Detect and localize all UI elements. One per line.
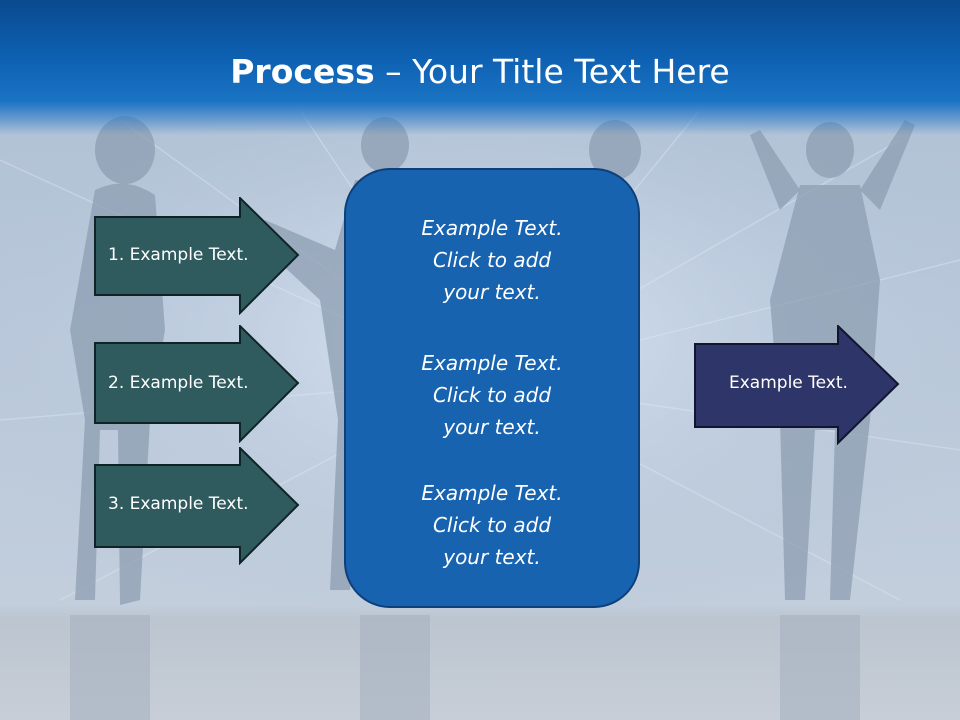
center-item-3-line1: Example Text. — [421, 481, 563, 505]
step-label-2: 2. Example Text. — [108, 373, 249, 393]
center-process-box[interactable] — [344, 168, 640, 608]
header-band — [0, 0, 960, 135]
center-item-2-line1: Example Text. — [421, 351, 563, 375]
step-arrow-1[interactable] — [94, 197, 300, 315]
step-label-1: 1. Example Text. — [108, 245, 249, 265]
center-item-2[interactable]: Example Text. Click to add your text. — [344, 347, 640, 443]
output-arrow[interactable] — [694, 325, 900, 445]
step-arrow-2[interactable] — [94, 325, 300, 443]
center-item-3-line3: your text. — [443, 545, 541, 569]
title-rest: – Your Title Text Here — [374, 52, 730, 91]
center-item-2-line3: your text. — [443, 415, 541, 439]
step-label-3: 3. Example Text. — [108, 494, 249, 514]
center-item-1-line2: Click to add — [432, 248, 552, 272]
step-arrow-3[interactable] — [94, 447, 300, 565]
center-item-1-line1: Example Text. — [421, 216, 563, 240]
center-item-3-line2: Click to add — [432, 513, 552, 537]
center-item-1[interactable]: Example Text. Click to add your text. — [344, 212, 640, 308]
center-item-3[interactable]: Example Text. Click to add your text. — [344, 477, 640, 573]
slide-title[interactable]: Process – Your Title Text Here — [0, 52, 960, 91]
center-item-1-line3: your text. — [443, 280, 541, 304]
title-bold: Process — [230, 52, 375, 91]
output-label: Example Text. — [729, 373, 848, 393]
center-item-2-line2: Click to add — [432, 383, 552, 407]
